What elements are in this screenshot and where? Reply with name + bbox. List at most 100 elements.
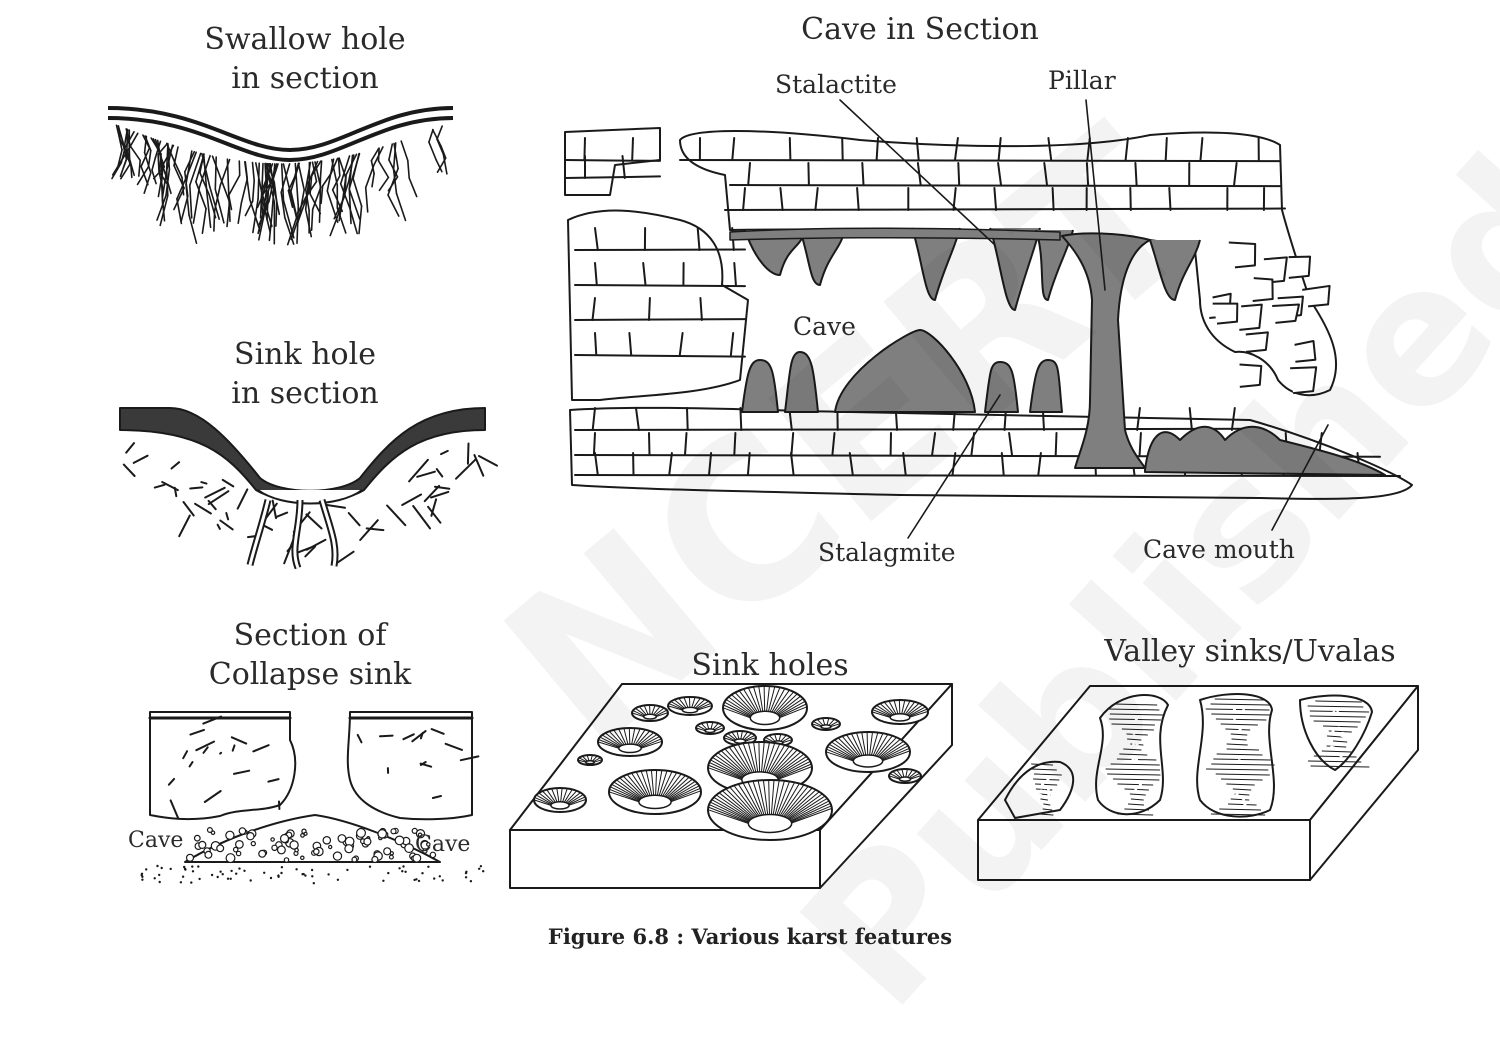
collapse-sediment-dot bbox=[281, 866, 283, 868]
brick-course bbox=[680, 160, 1280, 161]
cave-section-title: Cave in Section bbox=[760, 10, 1080, 49]
rubble-stone bbox=[278, 846, 286, 854]
swallow-fissure bbox=[320, 198, 321, 222]
rubble-stone bbox=[384, 848, 391, 855]
cave-label: Cave bbox=[793, 312, 856, 341]
collapse-sediment-dot bbox=[235, 873, 237, 875]
collapse-sediment-dot bbox=[327, 873, 329, 875]
stalagmite-label: Stalagmite bbox=[818, 538, 956, 567]
swallow-hole-title-line1: Swallow hole bbox=[150, 20, 460, 59]
collapse-sediment-dot bbox=[442, 879, 444, 881]
brick-course bbox=[575, 319, 745, 320]
uvala-floor-speck bbox=[1336, 709, 1339, 712]
sink-hole-section-title-line1: Sink hole bbox=[150, 335, 460, 374]
collapse-sediment-dot bbox=[337, 879, 339, 881]
sink-hole-joint bbox=[162, 482, 178, 490]
cave-mouth-label: Cave mouth bbox=[1143, 535, 1295, 564]
rubble-stone bbox=[372, 857, 378, 863]
rubble-stone bbox=[281, 835, 289, 843]
collapse-sediment-dot bbox=[277, 876, 279, 878]
sink-hole-joint bbox=[417, 472, 435, 477]
cave-mouth-rock-fragment bbox=[1253, 278, 1273, 301]
sink-hole-joint bbox=[201, 482, 206, 484]
rubble-stone bbox=[405, 844, 414, 853]
collapse-sediment-dot bbox=[156, 865, 158, 867]
rubble-stone bbox=[304, 832, 307, 835]
cave-mouth-rock-fragment bbox=[1289, 257, 1311, 278]
collapse-right-block bbox=[348, 712, 472, 819]
swallow-fissure bbox=[408, 161, 409, 179]
collapse-sediment-dot bbox=[382, 880, 384, 882]
sink-hole-section-title: Sink hole in section bbox=[150, 335, 460, 413]
collapse-sediment-dot bbox=[211, 874, 213, 876]
swallow-fissure bbox=[359, 206, 362, 234]
collapse-sediment-dot bbox=[301, 873, 303, 875]
sink-hole-joint bbox=[209, 491, 229, 504]
collapse-sediment-dot bbox=[238, 867, 240, 869]
sink-hole-joint bbox=[226, 513, 228, 519]
uvala-floor-speck bbox=[1331, 730, 1334, 733]
collapse-sediment-dot bbox=[295, 868, 297, 870]
sink-hole-joint bbox=[220, 521, 232, 530]
sink-hole-joint bbox=[306, 514, 321, 528]
brick-joint bbox=[1166, 138, 1167, 160]
collapse-sediment-dot bbox=[217, 876, 219, 878]
sink-hole-section-drawing bbox=[120, 408, 497, 568]
swallow-hole-title: Swallow hole in section bbox=[150, 20, 460, 98]
rubble-stone bbox=[195, 835, 201, 841]
collapse-sediment-dot bbox=[243, 870, 245, 872]
sink-hole-joint bbox=[349, 513, 360, 525]
sink-hole-joint bbox=[337, 552, 353, 563]
collapse-sediment-dot bbox=[465, 876, 467, 878]
swallow-fissure bbox=[131, 165, 132, 177]
collapse-sediment-dot bbox=[401, 870, 403, 872]
uvalas-title: Valley sinks/Uvalas bbox=[1080, 632, 1420, 671]
swallow-fissure bbox=[202, 209, 206, 234]
sink-hole-joint bbox=[307, 540, 326, 550]
uvala-floor-speck bbox=[1233, 717, 1236, 720]
collapse-sediment-dot bbox=[418, 880, 420, 882]
rubble-stone bbox=[378, 830, 386, 838]
rubble-stone bbox=[239, 828, 245, 834]
sink-hole-joint bbox=[218, 525, 220, 529]
uvala-floor-speck bbox=[1242, 797, 1245, 800]
uvala-floor-speck bbox=[1235, 756, 1238, 759]
swallow-fissure bbox=[276, 203, 277, 227]
brick-joint bbox=[594, 433, 595, 455]
sink-hole-section-title-line2: in section bbox=[150, 374, 460, 413]
cave-mouth-rock-fragment bbox=[1239, 305, 1261, 330]
uvala-floor-speck bbox=[1243, 803, 1246, 806]
rubble-stone bbox=[391, 829, 396, 834]
collapse-sediment-dot bbox=[369, 866, 371, 868]
collapse-sediment-dot bbox=[270, 877, 272, 879]
sink-hole-slope-line bbox=[759, 742, 760, 772]
collapse-sediment-dot bbox=[415, 878, 417, 880]
swallow-fissure bbox=[366, 188, 368, 212]
collapse-sediment-dot bbox=[161, 867, 163, 869]
rubble-stone bbox=[205, 851, 212, 858]
swallow-fissure bbox=[190, 185, 192, 218]
sink-hole-solution-channel bbox=[250, 500, 335, 568]
rubble-stone bbox=[259, 850, 266, 857]
brick-joint bbox=[734, 263, 736, 285]
brick-joint bbox=[842, 138, 843, 160]
collapse-sink-drawing bbox=[141, 712, 485, 884]
collapse-sediment-dot bbox=[427, 866, 429, 868]
swallow-fissure bbox=[380, 177, 389, 190]
uvala-floor-speck bbox=[1238, 757, 1241, 760]
swallow-fissure bbox=[139, 160, 140, 176]
sink-hole-joint bbox=[179, 516, 190, 537]
collapse-sediment-dot bbox=[250, 879, 252, 881]
rubble-stone bbox=[357, 829, 366, 838]
collapse-sediment-dot bbox=[192, 870, 194, 872]
collapse-sediment-dot bbox=[404, 871, 406, 873]
collapse-sediment-dot bbox=[227, 878, 229, 880]
collapse-sediment-dot bbox=[159, 881, 161, 883]
swallow-fissure bbox=[310, 194, 320, 214]
collapse-sediment-dot bbox=[219, 871, 221, 873]
sink-hole-joint bbox=[437, 469, 443, 476]
sink-hole-joint bbox=[402, 495, 421, 506]
sink-hole-joint bbox=[195, 504, 211, 514]
collapse-block-joint bbox=[220, 753, 221, 754]
rubble-stone bbox=[301, 856, 304, 859]
